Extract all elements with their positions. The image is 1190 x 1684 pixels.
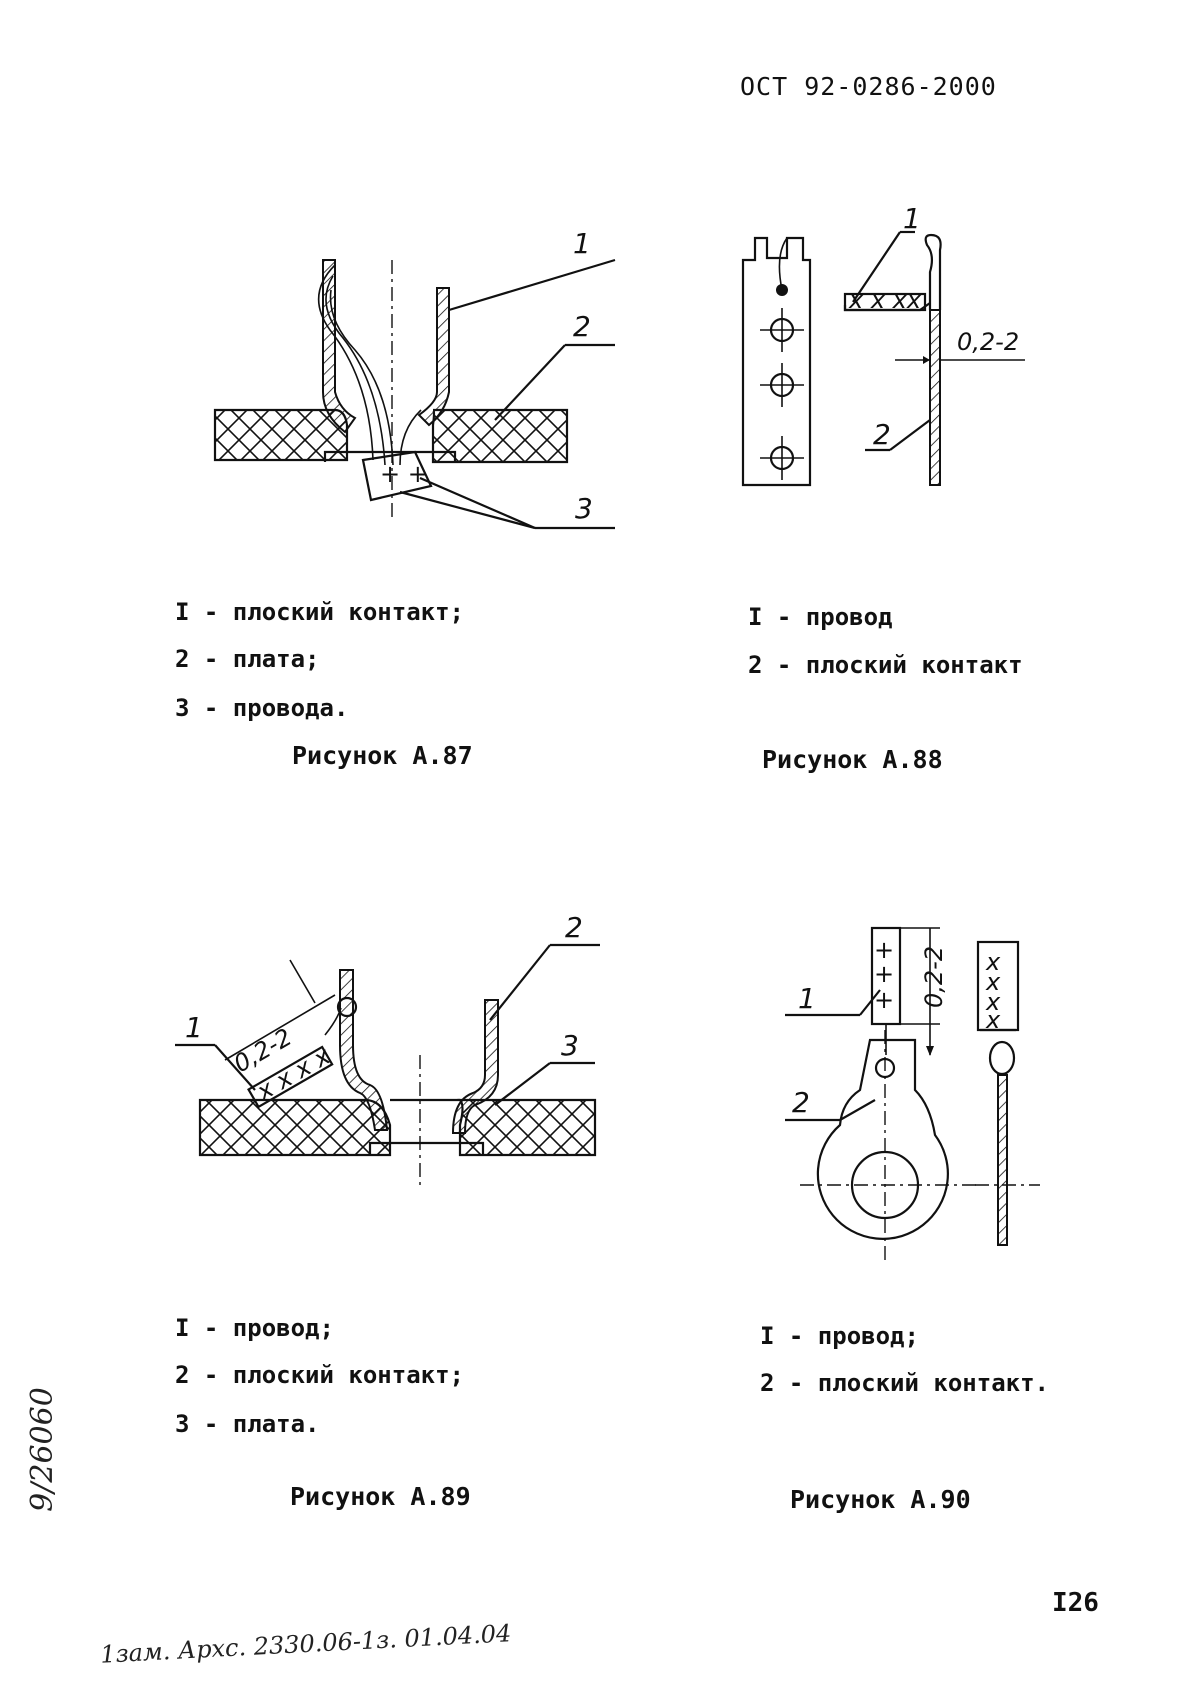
svg-text:1: 1 <box>573 227 591 260</box>
figure-a90-drawing: + + + 0,2-2 x x x x 1 2 <box>785 926 1040 1260</box>
svg-text:0,2-2: 0,2-2 <box>957 328 1019 356</box>
figure-a88-legend-1: I - провод <box>748 603 893 631</box>
figure-a88-legend-2: 2 - плоский контакт <box>748 651 1023 679</box>
svg-text:0,2-2: 0,2-2 <box>920 946 948 1008</box>
svg-text:+: + <box>874 960 894 988</box>
figure-a89-drawing: x x x x 0,2-2 1 2 3 <box>175 911 600 1185</box>
svg-text:x x xx: x x xx <box>848 286 922 314</box>
bottom-handwriting: 1зам. Архс. 2330.06-1з. 01.04.04 <box>99 1619 512 1669</box>
svg-text:1: 1 <box>798 982 816 1015</box>
figure-a87-legend-2: 2 - плата; <box>175 645 320 673</box>
figure-a87-legend-1: I - плоский контакт; <box>175 598 464 626</box>
svg-text:1: 1 <box>903 202 921 235</box>
svg-text:2: 2 <box>573 310 591 343</box>
figure-a87-legend-3: 3 - провода. <box>175 694 349 722</box>
svg-text:+: + <box>874 986 894 1014</box>
figure-a89-legend-1: I - провод; <box>175 1314 334 1342</box>
figure-a90-legend-2: 2 - плоский контакт. <box>760 1369 1049 1397</box>
svg-text:2: 2 <box>792 1086 810 1119</box>
svg-text:+ +: + + <box>380 460 428 488</box>
svg-text:x: x <box>985 988 1001 1016</box>
figure-a89-legend-3: 3 - плата. <box>175 1410 320 1438</box>
figure-a89-legend-2: 2 - плоский контакт; <box>175 1361 464 1389</box>
svg-text:3: 3 <box>575 492 593 525</box>
figure-a89-caption: Рисунок А.89 <box>290 1482 471 1511</box>
svg-text:2: 2 <box>873 418 891 451</box>
svg-text:1: 1 <box>185 1011 203 1044</box>
figure-a87-caption: Рисунок А.87 <box>292 741 473 770</box>
figure-a87-drawing: + + 1 2 3 <box>213 227 616 530</box>
figure-a90-caption: Рисунок А.90 <box>790 1485 971 1514</box>
svg-text:+: + <box>874 936 894 964</box>
figure-a88-drawing: x x xx 0,2-2 1 2 <box>741 202 1025 487</box>
svg-text:2: 2 <box>565 911 583 944</box>
document-code: ОСТ 92-0286-2000 <box>740 72 997 101</box>
svg-text:x: x <box>985 1006 1001 1034</box>
svg-text:3: 3 <box>561 1029 579 1062</box>
margin-handwriting: 9/26060 <box>24 1387 60 1512</box>
figure-a90-legend-1: I - провод; <box>760 1322 919 1350</box>
page-number: I26 <box>1052 1588 1099 1618</box>
svg-text:x: x <box>985 948 1001 976</box>
figure-a88-caption: Рисунок А.88 <box>762 745 943 774</box>
svg-text:x: x <box>985 968 1001 996</box>
